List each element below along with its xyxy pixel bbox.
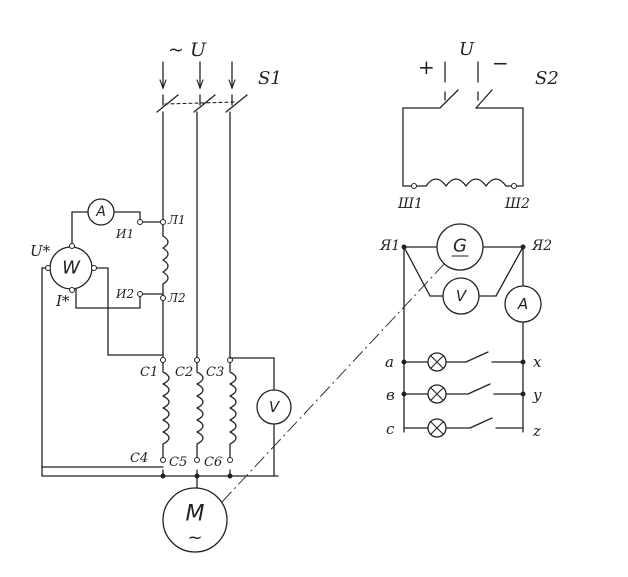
load-terminal-z-label: z	[532, 422, 541, 440]
wattmeter-current-coil	[162, 235, 169, 285]
wattmeter-circuit	[41, 211, 164, 468]
switch-s2-label: S2	[535, 68, 559, 89]
ac-voltmeter	[256, 389, 292, 425]
terminal-c4-label: C4	[130, 451, 148, 466]
dc-generator	[436, 223, 484, 271]
mechanical-coupling	[221, 261, 447, 503]
dc-supply-lines	[439, 61, 493, 109]
armature-circuit	[401, 244, 526, 433]
ac-supply-lines	[159, 61, 236, 90]
motor-symbol: M	[186, 502, 205, 527]
terminal-l1-label: Л1	[167, 213, 186, 227]
wattmeter-symbol: W	[62, 258, 81, 279]
motor-ac-mark: ~	[187, 528, 202, 549]
dc-voltmeter-symbol: V	[456, 287, 468, 305]
terminal-i2-label: И2	[115, 287, 134, 301]
lamp-branch-2	[401, 383, 526, 404]
wattmeter-u-mark: U*	[30, 242, 51, 260]
dc-minus-label: −	[492, 51, 509, 75]
terminal-c5-label: C5	[169, 455, 187, 470]
lamp-branch-1	[401, 351, 526, 372]
switch-s1	[156, 94, 248, 113]
switch-s1-label: S1	[258, 68, 282, 89]
terminal-c6-label: C6	[204, 455, 222, 470]
ac-ammeter-symbol: A	[95, 204, 106, 220]
ac-ammeter	[87, 198, 115, 226]
terminal-i1-label: И1	[115, 227, 134, 241]
star-point-bus	[41, 466, 279, 479]
load-terminal-b-label: в	[386, 386, 395, 404]
dc-supply-label: U	[459, 39, 475, 60]
armature-terminal-a1-label: Я1	[379, 238, 400, 254]
phase-wires	[162, 111, 231, 361]
field-terminal-start-label: Ш1	[397, 196, 423, 212]
dc-plus-label: +	[418, 55, 435, 79]
wattmeter-i-mark: I*	[55, 292, 70, 310]
load-terminal-x-label: x	[533, 353, 542, 371]
load-terminal-c-label: c	[386, 420, 395, 438]
load-terminal-y-label: y	[532, 386, 542, 404]
terminal-l2-label: Л2	[167, 291, 186, 305]
stator-windings	[162, 361, 237, 459]
dc-ammeter	[504, 285, 542, 323]
ac-supply-label: ~ U	[168, 39, 207, 61]
terminal-c3-label: C3	[206, 365, 224, 380]
generator-symbol: G	[453, 236, 467, 257]
dc-ammeter-symbol: A	[517, 295, 528, 313]
dc-voltmeter	[442, 277, 480, 315]
armature-terminal-a2-label: Я2	[531, 238, 552, 254]
terminal-c2-label: C2	[175, 365, 193, 380]
load-terminal-a-label: a	[385, 353, 394, 371]
induction-motor	[162, 487, 228, 553]
field-terminal-end-label: Ш2	[504, 196, 530, 212]
terminal-c1-label: C1	[140, 365, 158, 380]
field-circuit	[402, 107, 524, 189]
lamp-branch-3	[403, 417, 524, 438]
ac-voltmeter-symbol: V	[269, 398, 281, 416]
